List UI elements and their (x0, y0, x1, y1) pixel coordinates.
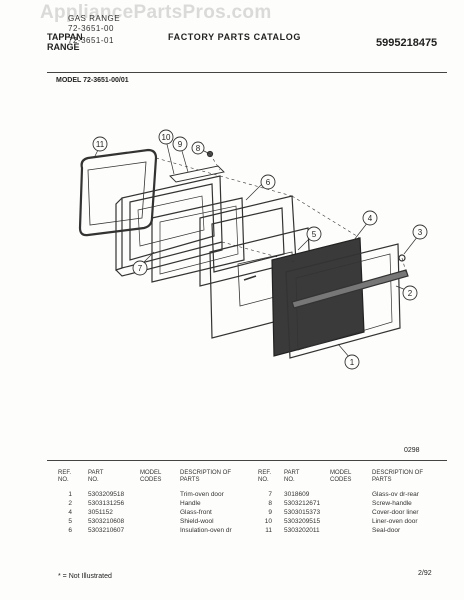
diagram-code: 0298 (404, 447, 420, 454)
callout-6: 6 (266, 178, 271, 187)
callout-1: 1 (350, 358, 355, 367)
table-rule (47, 460, 447, 461)
handle-part (291, 269, 409, 309)
catalog-part-number: 5995218475 (376, 37, 438, 49)
page-date: 2/92 (418, 570, 432, 577)
callout-2: 2 (408, 289, 413, 298)
callout-3: 3 (418, 228, 423, 237)
not-illustrated-note: * = Not Illustrated (58, 573, 112, 580)
parts-table-right: REF. NO. PART NO. MODEL CODES DESCRIPTIO… (258, 470, 448, 540)
callout-7: 7 (138, 264, 143, 273)
header-rule (47, 72, 447, 73)
callout-8: 8 (196, 144, 201, 153)
callout-10: 10 (162, 133, 171, 142)
exploded-oven-door-diagram: 11 10 9 8 6 7 5 4 3 2 1 (78, 129, 428, 370)
header-desc: DESCRIPTION OF PARTS (180, 470, 232, 483)
brand-line-1: TAPPAN (47, 32, 83, 42)
parts-table-left: REF. NO. PART NO. MODEL CODES DESCRIPTIO… (58, 470, 258, 540)
callout-4: 4 (368, 214, 373, 223)
header-part: PART NO. (284, 470, 300, 483)
header-codes: MODEL CODES (330, 470, 352, 483)
header-desc: DESCRIPTION OF PARTS (372, 470, 424, 483)
catalog-title: FACTORY PARTS CATALOG (168, 32, 301, 42)
callout-5: 5 (312, 230, 317, 239)
header-ref: REF. NO. (58, 470, 72, 483)
screw-handle-part (398, 254, 406, 262)
callout-9: 9 (178, 140, 183, 149)
header-codes: MODEL CODES (140, 470, 162, 483)
header-ref: REF. NO. (258, 470, 272, 483)
glass-rear-part (151, 197, 245, 283)
callout-11: 11 (96, 140, 105, 149)
watermark: AppliancePartsPros.com (40, 2, 272, 23)
header-part: PART NO. (88, 470, 104, 483)
header-line-1: GAS RANGE (68, 14, 121, 23)
cover-door-liner-part (169, 165, 225, 183)
trim-oven-door-part (285, 243, 401, 359)
model-label: MODEL 72-3651-00/01 (56, 77, 129, 84)
header-line-2: 72-3651-00 (68, 24, 114, 33)
header-line-3: 72-3651-01 (68, 36, 114, 45)
brand-line-2: RANGE (47, 42, 80, 52)
